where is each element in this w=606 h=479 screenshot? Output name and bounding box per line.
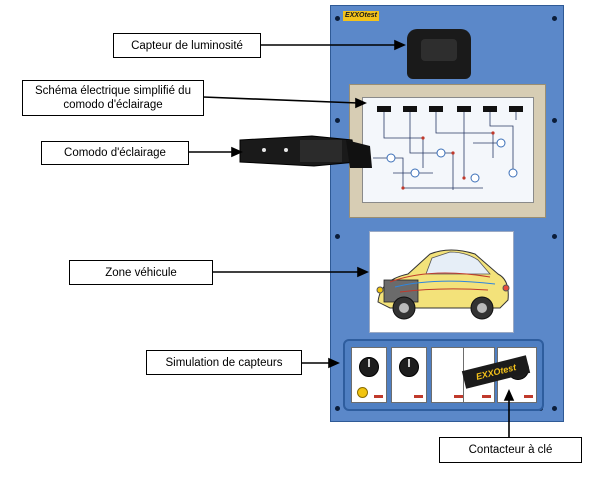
rotary-knob[interactable] — [359, 357, 379, 377]
fuse-icon — [509, 106, 523, 112]
sensor-window — [421, 39, 457, 61]
callout-arrows — [188, 39, 515, 437]
light-sensor — [407, 29, 471, 79]
brand-logo: EXXOtest — [343, 11, 379, 21]
screw-icon — [335, 406, 340, 411]
screw-icon — [552, 118, 557, 123]
led-indicator — [414, 395, 423, 398]
screw-icon — [552, 234, 557, 239]
screw-icon — [335, 234, 340, 239]
car-cutaway-drawing — [376, 249, 510, 320]
wiring-diagram — [362, 97, 534, 203]
lamp-icon — [470, 173, 480, 183]
fuse-icon — [377, 106, 391, 112]
fuse-icon — [483, 106, 497, 112]
led-indicator — [524, 395, 533, 398]
callout-wiring-diagram: Schéma électrique simplifié du comodo d'… — [22, 80, 204, 116]
callout-lighting-stalk: Comodo d'éclairage — [41, 141, 189, 165]
lamp-icon — [436, 148, 446, 158]
fuse-icon — [403, 106, 417, 112]
screw-icon — [335, 118, 340, 123]
screw-icon — [552, 16, 557, 21]
lighting-stalk — [239, 135, 372, 168]
callout-key-switch: Contacteur à clé — [439, 437, 582, 463]
lamp-icon — [410, 168, 420, 178]
sensor-sim-cell — [391, 347, 427, 403]
wiring-diagram-frame — [349, 84, 546, 218]
callout-light-sensor: Capteur de luminosité — [113, 33, 261, 58]
led-indicator — [374, 395, 383, 398]
screw-icon — [552, 406, 557, 411]
rotary-knob[interactable] — [399, 357, 419, 377]
lamp-icon — [496, 138, 506, 148]
light-sensor-icon — [357, 387, 368, 398]
lamp-icon — [386, 153, 396, 163]
wiring-diagram-drawing — [373, 106, 523, 190]
lamp-icon — [508, 168, 518, 178]
fuse-icon — [457, 106, 471, 112]
led-indicator — [482, 395, 491, 398]
callout-sensor-simulation: Simulation de capteurs — [146, 350, 302, 375]
led-indicator — [454, 395, 463, 398]
sensor-sim-cell — [351, 347, 387, 403]
callout-vehicle-zone: Zone véhicule — [69, 260, 213, 285]
screw-icon — [335, 16, 340, 21]
vehicle-zone-image — [369, 231, 514, 333]
fuse-icon — [429, 106, 443, 112]
sensor-simulation-panel: EXXOtest — [343, 339, 544, 411]
training-panel: EXXOtest — [330, 5, 564, 422]
